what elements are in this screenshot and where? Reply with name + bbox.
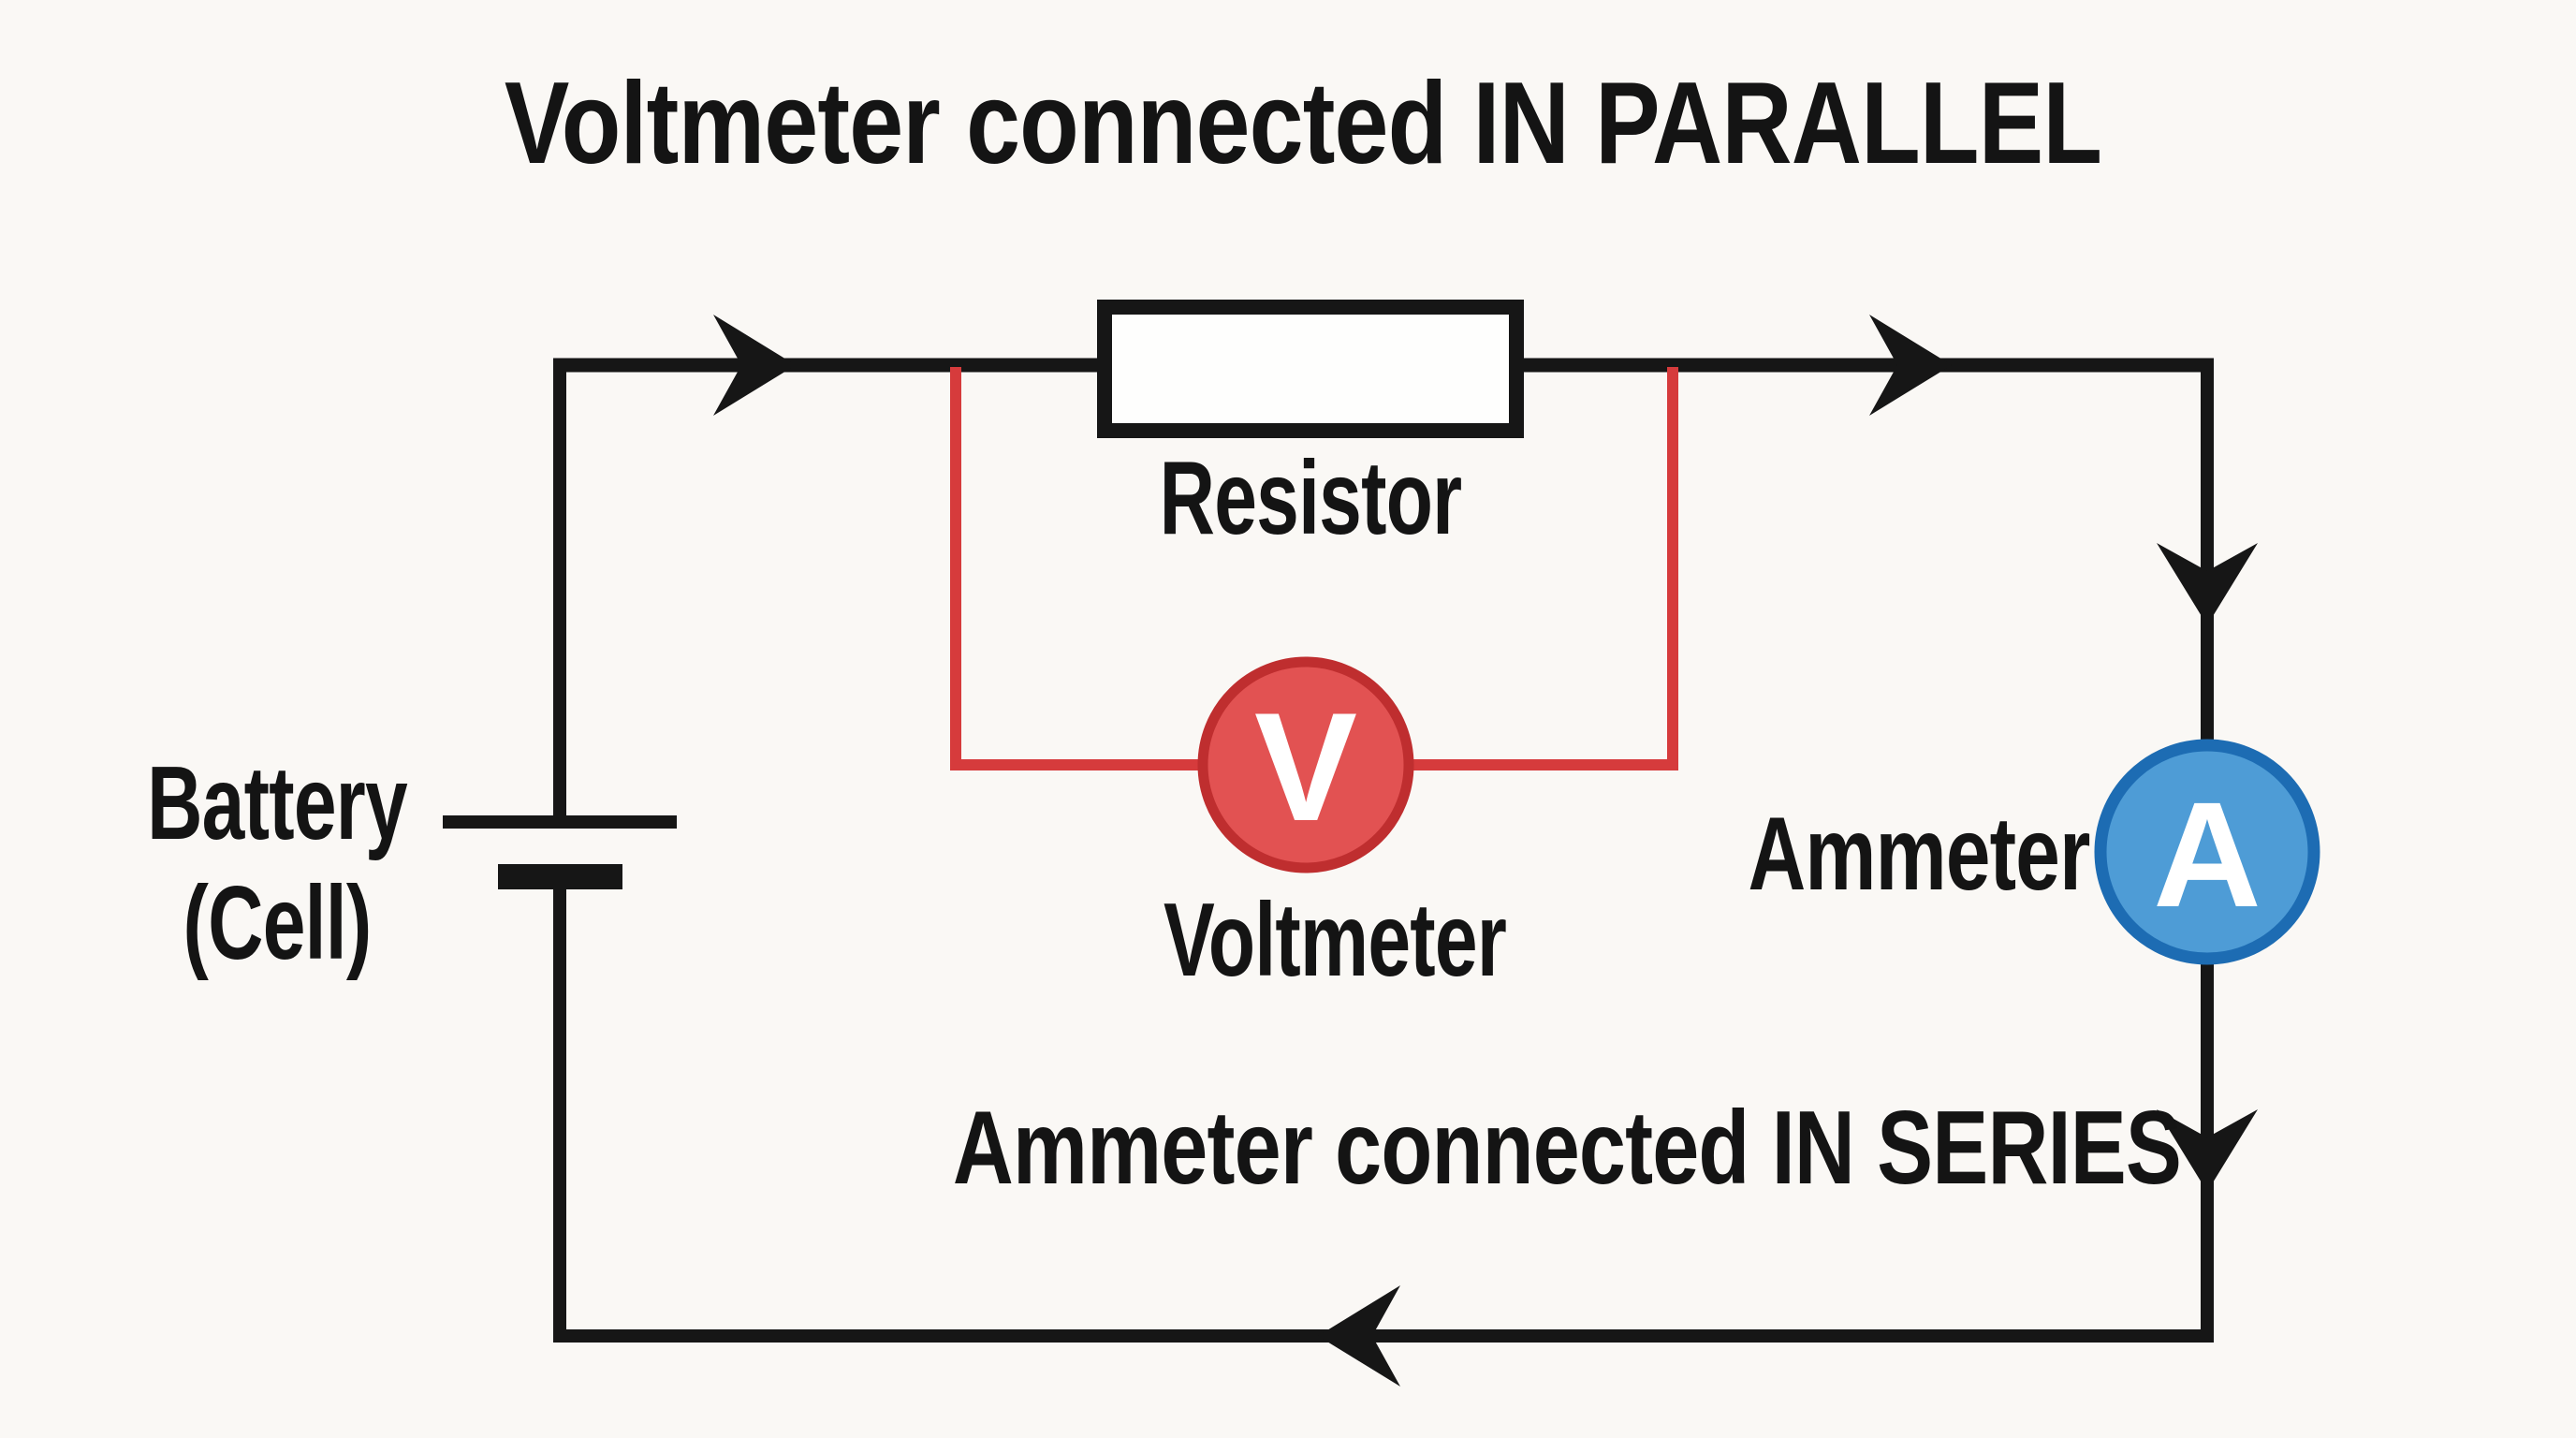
ammeter-dial [2094, 739, 2320, 965]
battery-label-line2: (Cell) [183, 865, 373, 981]
battery-label-line1: Battery [147, 745, 408, 861]
current-arrow-right-lower [2157, 1109, 2258, 1192]
battery-plate-long [443, 815, 677, 829]
resistor-body [1097, 300, 1524, 438]
resistor-label: Resistor [1159, 440, 1463, 556]
current-arrow-right-upper [2157, 543, 2258, 625]
battery-plate-short [498, 864, 622, 889]
voltmeter-letter: V [1254, 681, 1357, 853]
current-arrow-bottom [1318, 1285, 1400, 1387]
voltmeter-dial [1197, 656, 1414, 873]
current-arrow-top-left [713, 315, 796, 416]
page-title: Voltmeter connected IN PARALLEL [504, 59, 2102, 188]
voltmeter-label: Voltmeter [1163, 882, 1507, 998]
ammeter-letter: A [2153, 770, 2261, 938]
series-note: Ammeter connected IN SERIES [952, 1090, 2182, 1206]
current-arrow-top-right [1869, 315, 1952, 416]
ammeter-label: Ammeter [1748, 796, 2090, 912]
